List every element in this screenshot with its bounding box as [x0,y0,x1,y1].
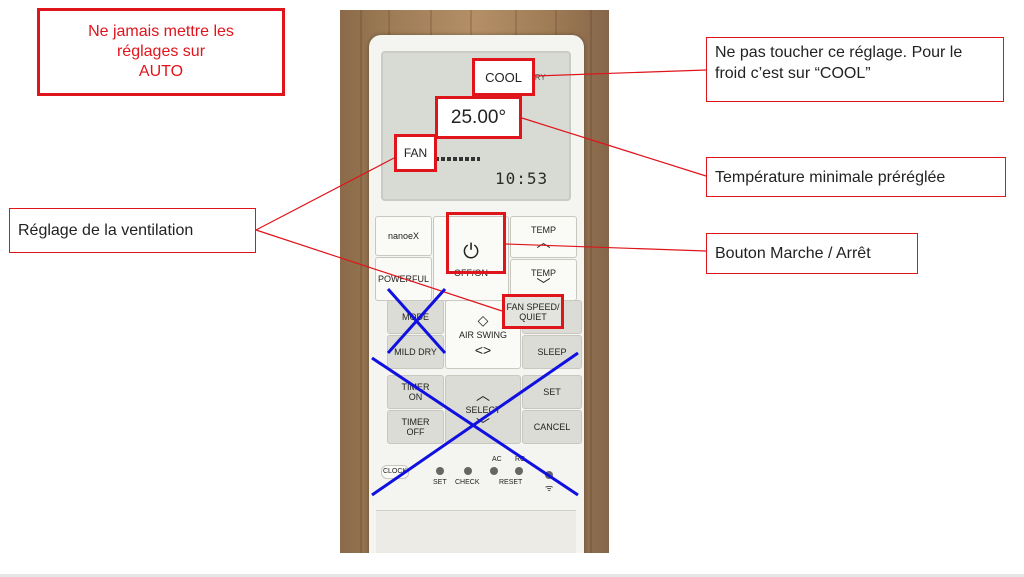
temperature-callout-text: 25.00° [450,106,507,128]
swing-horizontal-icon: <> [474,341,492,358]
rc-label: RC [515,456,526,463]
swing-vertical-icon: ◇ [477,311,489,328]
chevron-down-icon: ﹀ [536,277,551,293]
timer-off-button[interactable]: TIMER OFF [387,410,444,444]
cancel-button[interactable]: CANCEL [522,410,582,444]
powerful-label: POWERFUL [377,274,429,284]
temp-up-label: TEMP [530,225,556,235]
powerful-button[interactable]: POWERFUL [375,257,432,301]
set-label: SET [543,387,561,397]
fan-note: Réglage de la ventilation [9,208,256,253]
rc-reset-pin-button[interactable] [515,467,523,475]
reset-label: RESET [499,479,523,486]
lcd-fan-bars [405,157,480,161]
lcd-dry-label: DRY [529,73,546,82]
warning-auto-box: Ne jamais mettre les réglages sur AUTO [37,8,285,96]
cool-note: Ne pas toucher ce réglage. Pour le froid… [706,37,1004,102]
remote-battery-cover [376,510,576,553]
power-button-highlight [446,212,506,274]
check-pin-label: CHECK [455,479,480,486]
wifi-icon: ᯤ [545,483,554,493]
wifi-pin-button[interactable] [545,471,553,479]
nanoex-label: nanoeX [387,231,420,241]
timer-off-label: TIMER OFF [401,417,430,437]
timer-on-button[interactable]: TIMER ON [387,375,444,409]
clock-button[interactable]: CLOCK [381,465,409,479]
fan-callout: FAN [394,134,437,172]
temperature-note: Température minimale préréglée [706,157,1006,197]
mode-button[interactable]: MODE [387,300,444,334]
clock-label: CLOCK [382,468,408,475]
check-pin-button[interactable] [464,467,472,475]
air-swing-label: AIR SWING [458,329,507,340]
slide-bottom-border [0,574,1024,577]
sleep-button[interactable]: SLEEP [522,335,582,369]
cancel-label: CANCEL [533,422,571,432]
select-label: SELECT [465,404,501,415]
chevron-up-icon: ︿ [536,234,551,250]
set-pin-label: SET [433,479,447,486]
lcd-clock: 10:53 [495,169,549,188]
timer-on-label: TIMER ON [401,382,430,402]
temperature-callout: 25.00° [435,96,522,139]
sleep-label: SLEEP [537,347,567,357]
temp-down-label: TEMP [530,268,556,278]
mode-label: MODE [402,312,429,322]
select-button[interactable]: ︿ SELECT ﹀ [445,375,521,444]
mild-dry-button[interactable]: MILD DRY [387,335,444,369]
ac-label: AC [492,456,502,463]
fan-speed-callout-text: FAN SPEED/ QUIET [506,301,560,322]
temp-up-button[interactable]: TEMP ︿ [510,216,577,258]
fan-callout-text: FAN [403,146,428,160]
set-pin-button[interactable] [436,467,444,475]
cool-callout-text: COOL [485,69,522,85]
mild-dry-label: MILD DRY [394,347,437,357]
ac-reset-pin-button[interactable] [490,467,498,475]
set-button[interactable]: SET [522,375,582,409]
fan-speed-callout: FAN SPEED/ QUIET [502,294,564,329]
chevron-up-icon: ︿ [476,386,490,403]
nanoex-button[interactable]: nanoeX [375,216,432,256]
cool-callout: COOL [472,58,535,96]
chevron-down-icon: ﹀ [476,416,490,433]
power-note: Bouton Marche / Arrêt [706,233,918,274]
